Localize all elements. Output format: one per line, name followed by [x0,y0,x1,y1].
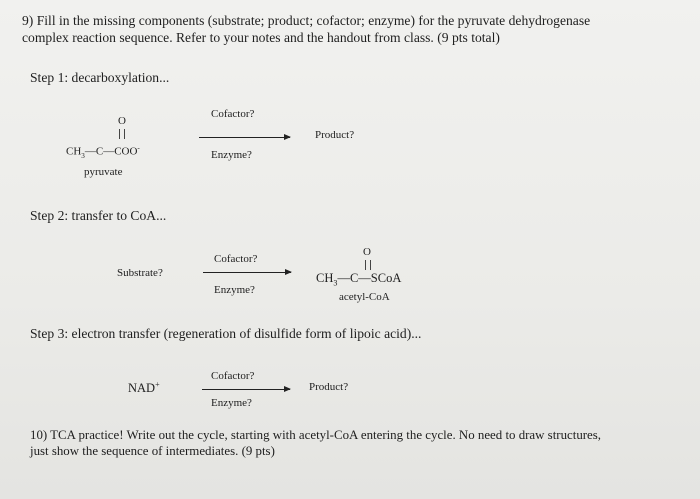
step-2-formula-left: CH [316,271,334,285]
step-3-substrate-label: NAD [128,381,156,396]
step-3-product: Product? [309,381,349,393]
question-10-line-1: 10) TCA practice! Write out the cycle, s… [30,428,602,442]
question-9-line-2: complex reaction sequence. Refer to your… [22,30,500,45]
step-2-double-bond [365,260,371,270]
step-1-formula-sub: 3 [81,151,85,160]
step-1-cofactor: Cofactor? [211,108,255,120]
step-2-title: Step 2: transfer to CoA... [30,208,167,223]
question-9-line-1: 9) Fill in the missing components (subst… [22,13,591,28]
step-2-substrate: Substrate? [117,267,163,279]
step-1-substrate-name: pyruvate [84,166,123,178]
step-2-reaction-arrow [203,269,292,275]
step-3-substrate: NAD+ [128,380,160,396]
step-3-enzyme: Enzyme? [211,397,252,409]
step-1-double-bond [119,129,125,139]
step-2-carbonyl-oxygen: O [363,246,371,258]
step-1-structure: CH3—C—COO- [66,144,140,160]
step-3-substrate-charge: + [155,380,160,389]
step-1-formula-left: CH [66,145,82,158]
step-1-enzyme: Enzyme? [211,149,252,161]
step-1-formula-rest: —C—COO [84,145,138,158]
step-1-title: Step 1: decarboxylation... [30,70,170,85]
step-3-title: Step 3: electron transfer (regeneration … [30,326,422,341]
step-2-formula-sub: 3 [333,278,338,288]
step-2-formula-rest: —C—SCoA [337,271,402,285]
step-1-formula-charge: - [137,144,140,152]
step-3-cofactor: Cofactor? [211,370,255,382]
step-2-structure: CH3—C—SCoA [316,271,401,288]
step-1-reaction-arrow [199,134,291,140]
step-2-product-name: acetyl-CoA [339,291,390,303]
step-2-cofactor: Cofactor? [214,253,258,265]
question-10-line-2: just show the sequence of intermediates.… [30,444,275,458]
step-1-product: Product? [315,129,355,141]
step-1-carbonyl-oxygen: O [118,115,126,127]
step-2-enzyme: Enzyme? [214,284,255,296]
step-3-reaction-arrow [202,386,291,392]
